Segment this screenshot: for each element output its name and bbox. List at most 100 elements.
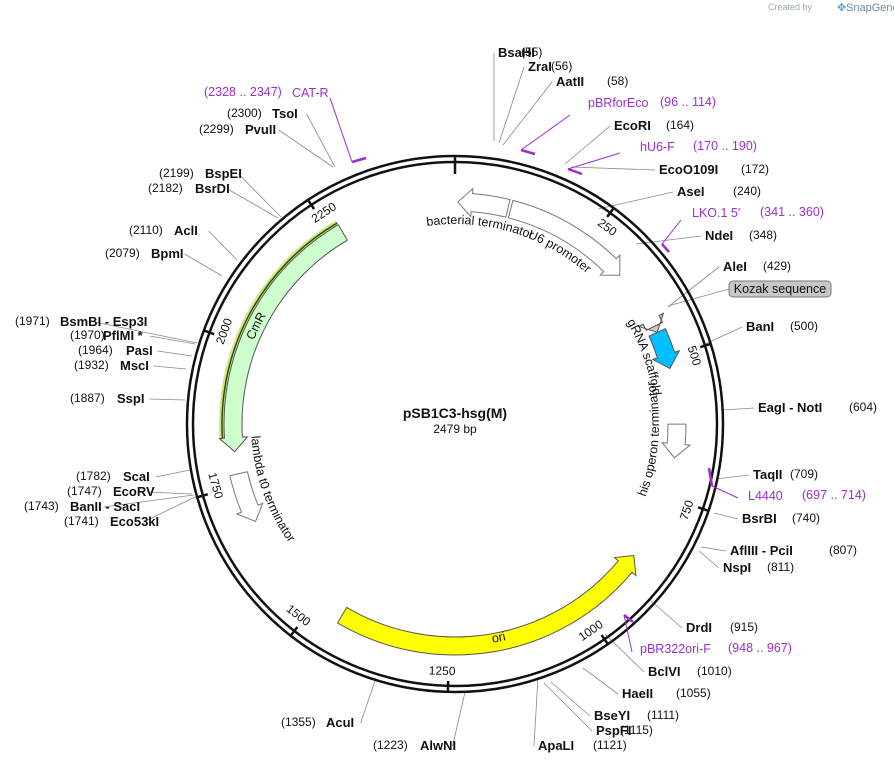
site-ndei-position: (348)	[749, 228, 777, 242]
site-zrai-name: ZraI	[528, 59, 552, 74]
site-msci-name: MscI	[120, 358, 149, 373]
primer-l4440-range: (697 .. 714)	[802, 488, 866, 502]
site-eco53ki-connector	[143, 495, 198, 523]
primer-cat-r-connector	[329, 97, 353, 163]
site-bpmi-position: (2079)	[105, 246, 140, 260]
site-pspfi-connector	[543, 682, 593, 732]
primer-marks	[329, 97, 739, 653]
site-scai-position: (1782)	[76, 469, 111, 483]
site-bani-position: (500)	[790, 319, 818, 333]
tick-mark-2250	[306, 198, 316, 210]
primer-lko-1-5-name: LKO.1 5'	[692, 206, 740, 220]
primer-l4440-connector	[711, 485, 739, 499]
tick-mark-2000	[202, 328, 215, 336]
site-ecorv-connector	[146, 491, 193, 495]
primer-cat-r-range: (2328 .. 2347)	[204, 85, 282, 99]
primer-pbr322ori-f-range: (948 .. 967)	[728, 641, 792, 655]
feature-his-operon-terminator	[661, 423, 692, 459]
site-bspei-name: BspEI	[205, 166, 242, 181]
site-pflmi-connector	[149, 335, 196, 345]
feature-kozak-sequence-label: Kozak sequence	[734, 282, 826, 296]
site-asei-position: (240)	[733, 184, 761, 198]
primer-pbrforeco-range: (96 .. 114)	[660, 95, 716, 109]
site-sspi-connector	[149, 398, 186, 401]
primer-pbrforeco-connector	[520, 114, 571, 151]
site-afliii-pcii-name: AflIII - PciI	[730, 543, 793, 558]
site-acli-position: (2110)	[129, 223, 163, 237]
site-banii-saci-name: BanII - SacI	[70, 499, 140, 514]
tick-mark-750	[697, 506, 710, 513]
site-bpmi-connector	[184, 253, 223, 277]
site-ecori-position: (164)	[666, 118, 694, 132]
site-taqii-connector	[715, 474, 750, 480]
primer-lko-1-5-connector	[661, 219, 682, 245]
site-acui-name: AcuI	[326, 715, 354, 730]
site-acui-position: (1355)	[281, 715, 316, 729]
feature-u6-promoter	[507, 199, 621, 276]
site-eco53ki-position: (1741)	[64, 514, 99, 528]
site-bclvi-connector	[604, 633, 645, 673]
plasmid-length: 2479 bp	[433, 422, 477, 436]
site-bseyi-name: BseYI	[594, 708, 630, 723]
site-bani-connector	[700, 326, 743, 347]
site-eagi-noti-name: EagI - NotI	[758, 400, 822, 415]
site-bsrdi-position: (2182)	[148, 181, 183, 195]
site-acli-name: AclI	[174, 223, 198, 238]
site-bseyi-connector	[550, 681, 591, 717]
site-msci-connector	[153, 365, 187, 370]
site-ndei-name: NdeI	[705, 228, 733, 243]
primer-pbr322ori-f-mark	[623, 614, 634, 623]
primer-hu6-f-range: (170 .. 190)	[693, 139, 757, 153]
site-ecorv-name: EcoRV	[113, 484, 155, 499]
site-alwni-position: (1223)	[373, 738, 408, 752]
site-alei-name: AleI	[723, 259, 747, 274]
site-acli-connector	[208, 230, 238, 261]
snapgene-logo-icon: ✥	[837, 2, 846, 14]
site-acui-connector	[360, 677, 377, 724]
site-labels: BsaHI(55)ZraI(56)AatII(58)EcoRI(164)EcoO…	[15, 45, 877, 753]
site-bsrbi-name: BsrBI	[742, 511, 777, 526]
site-drdi-name: DrdI	[686, 620, 712, 635]
site-ecoo109i-name: EcoO109I	[659, 162, 718, 177]
primer-cat-r-mark	[351, 156, 367, 164]
site-bsrbi-position: (740)	[792, 511, 820, 525]
tick-label: 500	[685, 344, 704, 368]
tick-mark-250	[606, 206, 616, 218]
site-drdi-connector	[649, 599, 683, 629]
feature-his-operon-terminator-label: his operon terminator	[635, 380, 662, 498]
tick-mark-1750	[195, 493, 209, 499]
site-apali-position: (1121)	[593, 738, 627, 752]
site-bclvi-name: BclVI	[648, 664, 681, 679]
tick-label: 1750	[205, 471, 226, 501]
tick-label: 2000	[213, 316, 236, 346]
plasmid-name: pSB1C3-hsg(M)	[403, 405, 507, 421]
site-bsmbi-esp3i-position: (1971)	[15, 314, 50, 328]
primer-cat-r-name: CAT-R	[292, 86, 329, 100]
site-sspi-name: SspI	[117, 391, 144, 406]
tick-label: 1250	[429, 663, 456, 678]
feature-lambda-t0-terminator	[229, 471, 264, 523]
site-asei-name: AseI	[677, 184, 704, 199]
site-ecoo109i-connector	[570, 166, 656, 171]
site-afliii-pcii-connector	[700, 546, 727, 552]
site-bsmbi-esp3i-name: BsmBI - Esp3I	[60, 314, 147, 329]
site-bsahi-name: BsaHI	[498, 45, 535, 60]
site-banii-saci-position: (1743)	[24, 499, 59, 513]
site-alei-connector	[667, 266, 720, 308]
site-ecorv-position: (1747)	[67, 484, 102, 498]
feature-bacterial-terminator	[457, 187, 511, 218]
site-aatii-connector	[502, 81, 553, 146]
site-alei-position: (429)	[763, 259, 791, 273]
site-asei-connector	[597, 191, 674, 210]
site-msci-position: (1932)	[74, 358, 109, 372]
site-haeii-connector	[582, 667, 619, 695]
created-by-text: Created by	[768, 2, 813, 12]
site-haeii-position: (1055)	[676, 686, 711, 700]
tick-mark-500	[699, 342, 713, 349]
site-taqii-name: TaqII	[753, 467, 782, 482]
site-tsoi-name: TsoI	[272, 106, 298, 121]
site-alwni-connector	[452, 691, 466, 747]
site-connector-lines	[94, 53, 755, 747]
